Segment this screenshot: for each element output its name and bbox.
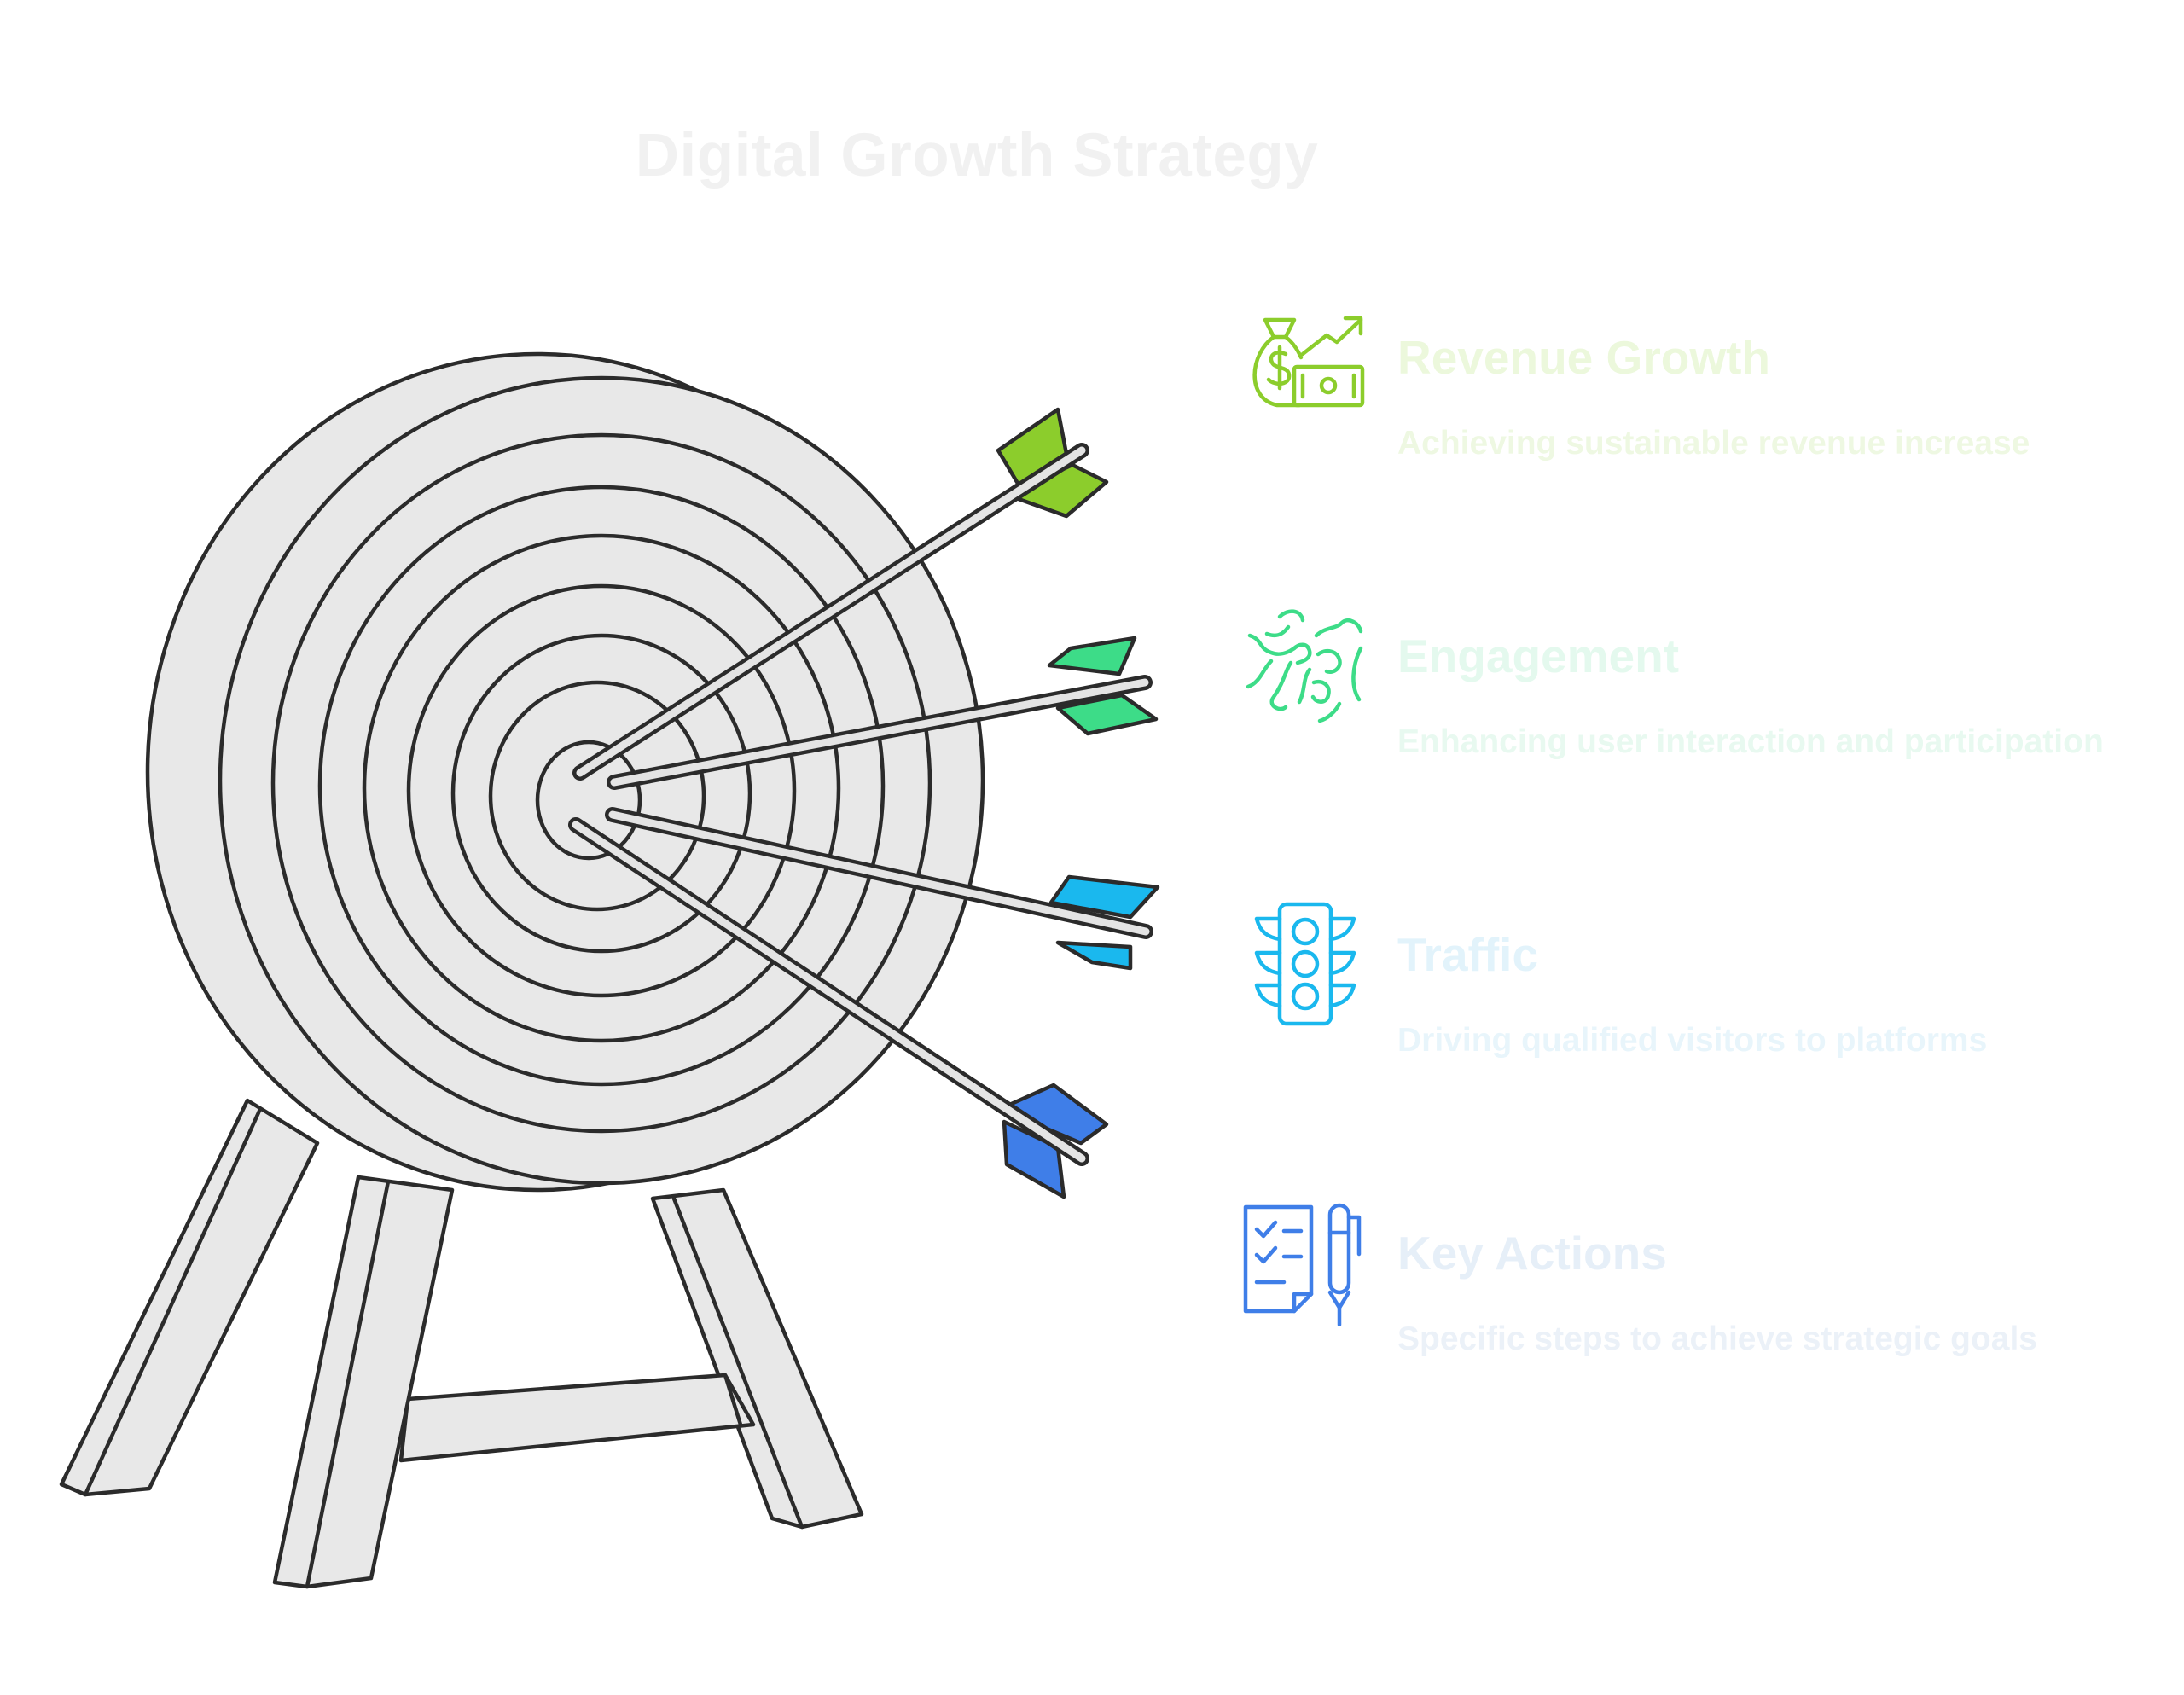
traffic-light-icon	[1254, 902, 1356, 1026]
item-label: Revenue Growth	[1397, 331, 1771, 384]
arrow-traffic	[605, 807, 1160, 971]
arrow-revenue	[572, 407, 1109, 781]
item-description: Driving qualified visitors to platforms	[1397, 1022, 1988, 1059]
money-bag-growth-icon	[1252, 316, 1365, 408]
arrow-key-actions	[568, 817, 1109, 1199]
item-description: Achieving sustainable revenue increase	[1397, 425, 2030, 461]
target-rings	[218, 375, 985, 1186]
item-engagement: Engagement Enhancing user interaction an…	[1241, 601, 2180, 823]
target-stand-front-leg	[272, 1175, 455, 1589]
item-label: Key Actions	[1397, 1227, 1667, 1280]
checklist-pen-icon	[1243, 1203, 1362, 1326]
item-description: Specific steps to achieve strategic goal…	[1397, 1321, 2037, 1357]
target-stand-crossbar	[398, 1373, 756, 1463]
item-revenue-growth: Revenue Growth Achieving sustainable rev…	[1241, 303, 2180, 525]
archery-target-illustration	[59, 351, 1160, 1589]
target-bullseye	[535, 740, 642, 861]
arrow-engagement	[607, 636, 1159, 790]
item-key-actions: Key Actions Specific steps to achieve st…	[1241, 1199, 2180, 1420]
item-label: Traffic	[1397, 928, 1539, 981]
diagram-title: Digital Growth Strategy	[635, 122, 1319, 189]
item-traffic: Traffic Driving qualified visitors to pl…	[1241, 900, 2180, 1122]
item-label: Engagement	[1397, 630, 1680, 682]
item-description: Enhancing user interaction and participa…	[1397, 723, 2104, 760]
target-stand-back-left-leg	[59, 1098, 320, 1497]
target-stand-back-right-leg	[650, 1187, 864, 1530]
fist-bump-icon	[1246, 609, 1363, 723]
